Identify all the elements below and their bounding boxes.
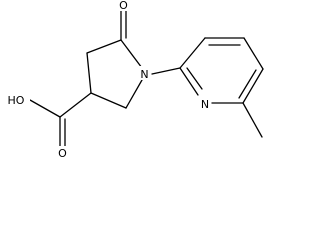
bond-c4-c3 [86, 52, 92, 94]
label-bg-n1 [139, 66, 150, 80]
bond-n1-cpy2 [151, 67, 181, 75]
label-bg-npy [199, 96, 211, 110]
bond-cpy5-cpy6 [242, 68, 264, 104]
atom-label-acid-hydroxyl: HO [8, 94, 25, 107]
bond-c2-n1 [125, 79, 143, 109]
label-bg-acid-ho [2, 92, 30, 106]
structure-canvas: N N O O HO [2, 0, 264, 160]
atom-label-pyridine-nitrogen: N [201, 98, 209, 111]
bond-cpy4-cpy5 [243, 37, 264, 70]
bond-cpy5-cpy6-inner [238, 69, 257, 99]
bond-npy-cpy2-inner [186, 67, 203, 90]
bond-c3-c2 [90, 92, 127, 109]
atom-label-acid-carbonyl-oxygen: O [58, 147, 67, 160]
bond-c5-c4 [86, 39, 122, 54]
label-bg-ketone-o [117, 0, 129, 11]
molecule-drawing: N N O O HO [2, 0, 264, 160]
bond-ccarboxyl-oh [29, 99, 61, 118]
atom-label-ketone-oxygen: O [119, 0, 128, 12]
bond-cpy6-methyl [242, 102, 263, 138]
label-bg-acid-o [56, 146, 69, 160]
bond-cpy2-cpy3 [179, 37, 206, 69]
bond-n1-c5 [120, 39, 143, 69]
atom-label-ring-nitrogen: N [140, 68, 148, 81]
bond-npy-cpy2 [179, 67, 199, 96]
bond-c3-ccarboxyl [59, 92, 92, 118]
